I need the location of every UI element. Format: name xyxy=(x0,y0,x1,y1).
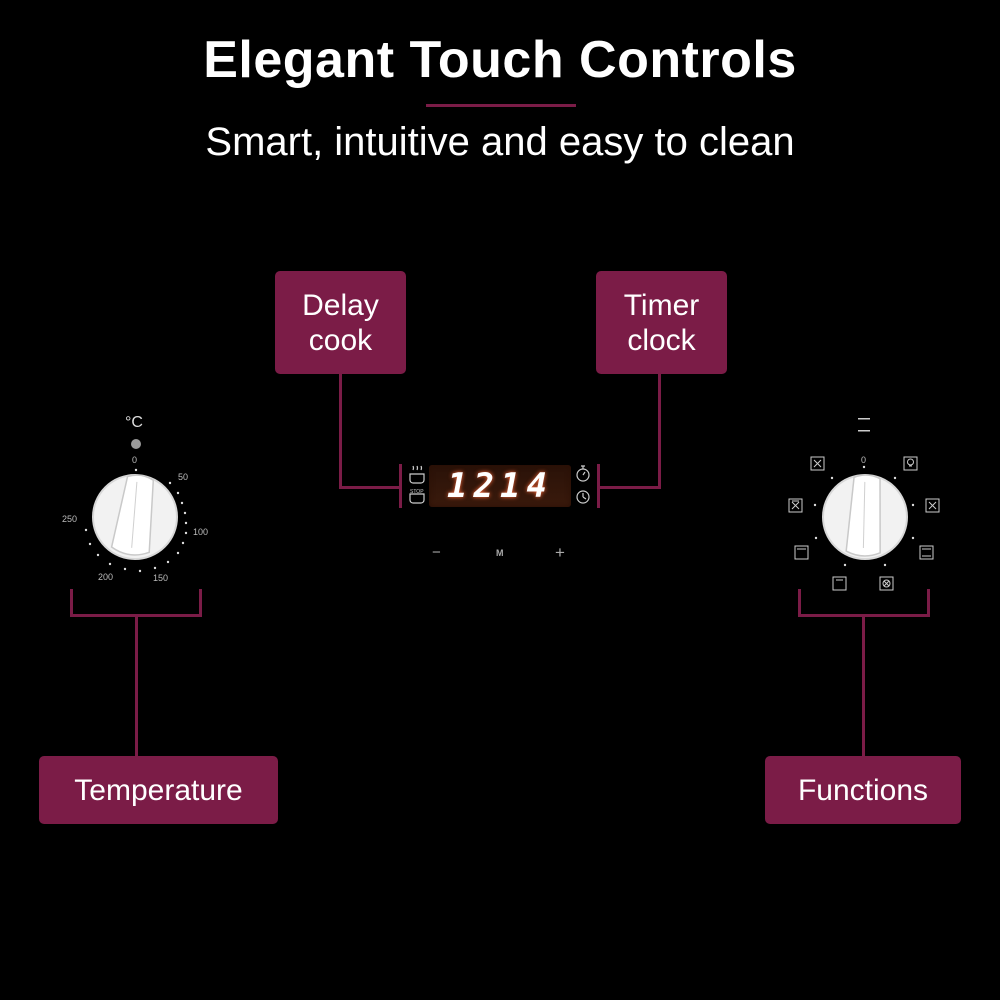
temperature-scale-200: 200 xyxy=(98,572,114,582)
stop-pot-icon xyxy=(409,493,425,504)
functions-callout: Functions xyxy=(765,756,961,824)
temperature-indicator-light xyxy=(131,439,141,449)
delay-cook-connector-horizontal xyxy=(339,486,401,489)
page-subtitle: Smart, intuitive and easy to clean xyxy=(205,120,795,164)
temperature-scale-0: 0 xyxy=(132,455,138,465)
display-digits: 1214 xyxy=(447,466,553,506)
temperature-bracket-right xyxy=(199,589,202,617)
temperature-scale-50: 50 xyxy=(178,472,189,482)
function-knob-dial xyxy=(813,418,915,567)
clock-icon xyxy=(576,490,590,504)
timer-clock-connector-vertical xyxy=(658,374,661,489)
top-heat-icon xyxy=(919,545,934,560)
page-title: Elegant Touch Controls xyxy=(203,31,797,89)
temperature-connector-vertical xyxy=(135,614,138,757)
temperature-scale-dots xyxy=(84,468,188,573)
function-scale-0: 0 xyxy=(861,455,867,465)
title-divider xyxy=(426,104,576,107)
grill-icon xyxy=(925,498,940,513)
functions-bracket-right xyxy=(927,589,930,617)
function-indicator-mark xyxy=(858,418,870,420)
minus-touch-button[interactable]: − xyxy=(432,544,441,561)
plus-touch-button[interactable]: + xyxy=(555,543,565,562)
delay-cook-label-line1: Delay xyxy=(302,288,379,322)
stop-label: STOP xyxy=(410,489,424,495)
steam-pot-icon xyxy=(409,465,425,484)
temperature-scale-250: 250 xyxy=(62,514,78,524)
lamp-icon xyxy=(903,456,918,471)
delay-cook-connector-vertical xyxy=(339,374,342,489)
timer-clock-label-line2: clock xyxy=(627,323,696,357)
top-bottom-heat-icon xyxy=(810,456,825,471)
display-panel: 1214 xyxy=(429,465,571,507)
temperature-scale-150: 150 xyxy=(153,573,169,583)
fan-grill-icon xyxy=(788,498,803,513)
delay-cook-label-line2: cook xyxy=(308,323,373,357)
fan-heat-icon xyxy=(879,576,894,591)
temperature-scale-100: 100 xyxy=(193,527,209,537)
bottom-element-icon xyxy=(832,576,847,591)
functions-connector-vertical xyxy=(862,614,865,757)
delay-cook-bracket xyxy=(399,464,402,508)
bottom-heat-icon xyxy=(794,545,809,560)
timer-clock-label-line1: Timer xyxy=(623,288,700,322)
function-icons xyxy=(788,456,940,591)
mode-touch-button[interactable]: M xyxy=(496,548,504,558)
functions-bracket-left xyxy=(798,589,801,617)
temperature-unit: °C xyxy=(125,414,143,431)
temperature-bracket-left xyxy=(70,589,73,617)
temperature-callout: Temperature xyxy=(39,756,278,824)
stopwatch-icon xyxy=(576,465,590,482)
timer-clock-connector-horizontal xyxy=(598,486,661,489)
timer-clock-bracket xyxy=(597,464,600,508)
